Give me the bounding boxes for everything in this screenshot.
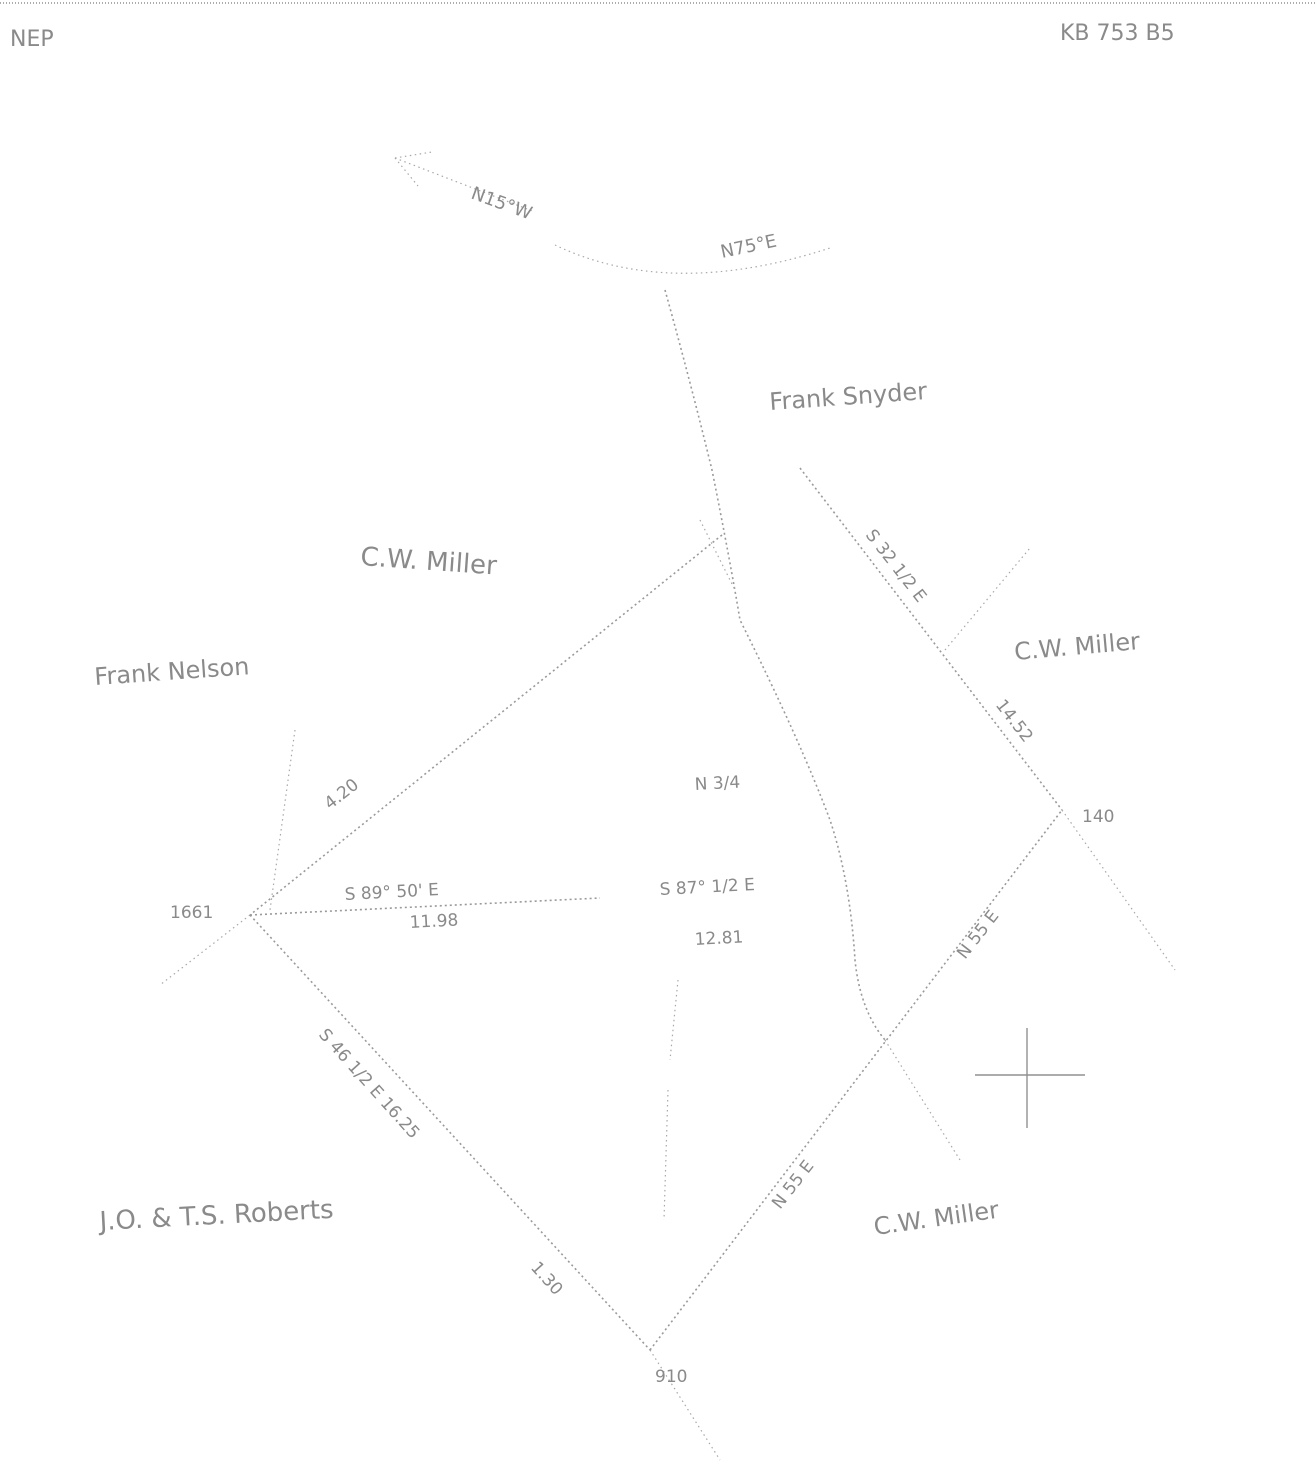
bearing-ne-line-2: 14.52 bbox=[991, 696, 1037, 747]
parcel-south-east: C.W. Miller bbox=[872, 1196, 1001, 1241]
bearing-west-east-2: 11.98 bbox=[409, 910, 459, 933]
header-top-right: KB 753 B5 bbox=[1060, 21, 1175, 46]
bearing-west-ne: 4.20 bbox=[321, 775, 363, 814]
bearing-east-line: N 55 E bbox=[953, 907, 1003, 963]
parcel-east: C.W. Miller bbox=[1013, 627, 1141, 666]
corner-right-label: 140 bbox=[1082, 807, 1114, 827]
center-seg-1 bbox=[670, 980, 678, 1060]
center-seg-2 bbox=[664, 1090, 668, 1220]
west-north-line bbox=[270, 730, 295, 910]
corner-left-label: 1661 bbox=[170, 903, 213, 923]
north-arrow-label: N15°W bbox=[468, 183, 535, 224]
bearing-center-mid-2: 12.81 bbox=[694, 927, 744, 950]
bearing-center-upper: N 3/4 bbox=[694, 773, 740, 795]
parcel-north-center: C.W. Miller bbox=[360, 542, 499, 581]
bearing-west-east: S 89° 50' E bbox=[344, 880, 439, 905]
bearing-center-mid: S 87° 1/2 E bbox=[659, 875, 755, 900]
parcel-south-west: J.O. & T.S. Roberts bbox=[97, 1195, 334, 1237]
corner-bottom-label: 910 bbox=[655, 1367, 687, 1387]
se-cross-line bbox=[885, 1040, 960, 1160]
junction-tick bbox=[700, 520, 735, 590]
east-se-line bbox=[1062, 810, 1175, 970]
west-sw-line bbox=[160, 915, 250, 985]
bearing-se-line: N 55 E bbox=[768, 1157, 818, 1213]
bearing-sw-line-2: 1.30 bbox=[526, 1258, 566, 1300]
bearing-sw-line: S 46 1/2 E 16.25 bbox=[314, 1025, 423, 1143]
bearing-ne-line: S 32 1/2 E bbox=[861, 526, 930, 607]
line-nw-west bbox=[250, 535, 722, 915]
survey-cross-icon bbox=[975, 1028, 1085, 1128]
header-top-left: NEP bbox=[10, 27, 54, 52]
parcel-north-east-top: Frank Snyder bbox=[768, 377, 928, 416]
ne-cross-line bbox=[945, 548, 1030, 650]
top-arc bbox=[555, 245, 830, 273]
top-arc-label: N75°E bbox=[719, 231, 779, 263]
parcel-west: Frank Nelson bbox=[93, 652, 250, 691]
west-south-line bbox=[250, 915, 650, 1350]
